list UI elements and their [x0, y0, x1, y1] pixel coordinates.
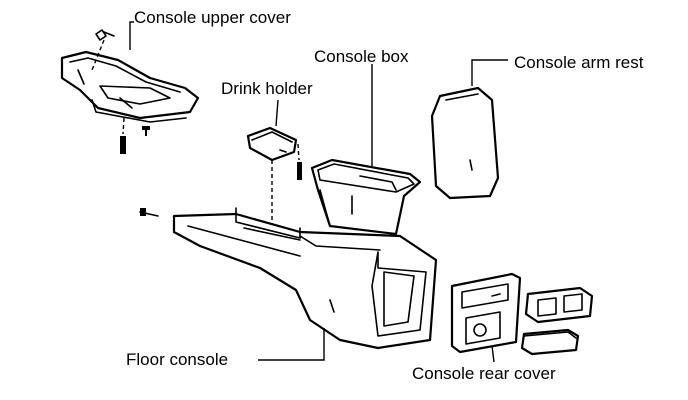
- upper-cover-screw-left: [120, 117, 126, 154]
- console-box-part: [310, 158, 422, 236]
- floor-console-screw: [139, 208, 159, 217]
- label-drink-holder: Drink holder: [221, 79, 313, 98]
- label-console-rear-cover: Console rear cover: [412, 364, 556, 383]
- label-console-box: Console box: [314, 47, 409, 66]
- rear-cover-switch-part: [524, 286, 594, 324]
- leader-console-arm-rest: [471, 59, 508, 86]
- console-arm-rest-part: [430, 86, 500, 200]
- rear-cover-tray-part: [520, 328, 580, 356]
- console-rear-cover-part: [450, 272, 522, 354]
- upper-cover-clip: [142, 126, 150, 136]
- floor-console-part: [172, 207, 438, 350]
- label-floor-console: Floor console: [126, 350, 229, 369]
- leader-floor-console: [258, 328, 325, 361]
- leader-console-upper-cover: [129, 21, 134, 50]
- leader-drink-holder: [275, 99, 279, 127]
- drink-holder-part: [246, 126, 298, 162]
- leader-console-rear-cover: [491, 345, 495, 363]
- label-console-arm-rest: Console arm rest: [514, 53, 644, 72]
- upper-cover-screw-top: [91, 29, 115, 71]
- drink-holder-screw: [297, 143, 302, 180]
- console-upper-cover-part: [60, 50, 200, 123]
- label-console-upper-cover: Console upper cover: [134, 8, 291, 27]
